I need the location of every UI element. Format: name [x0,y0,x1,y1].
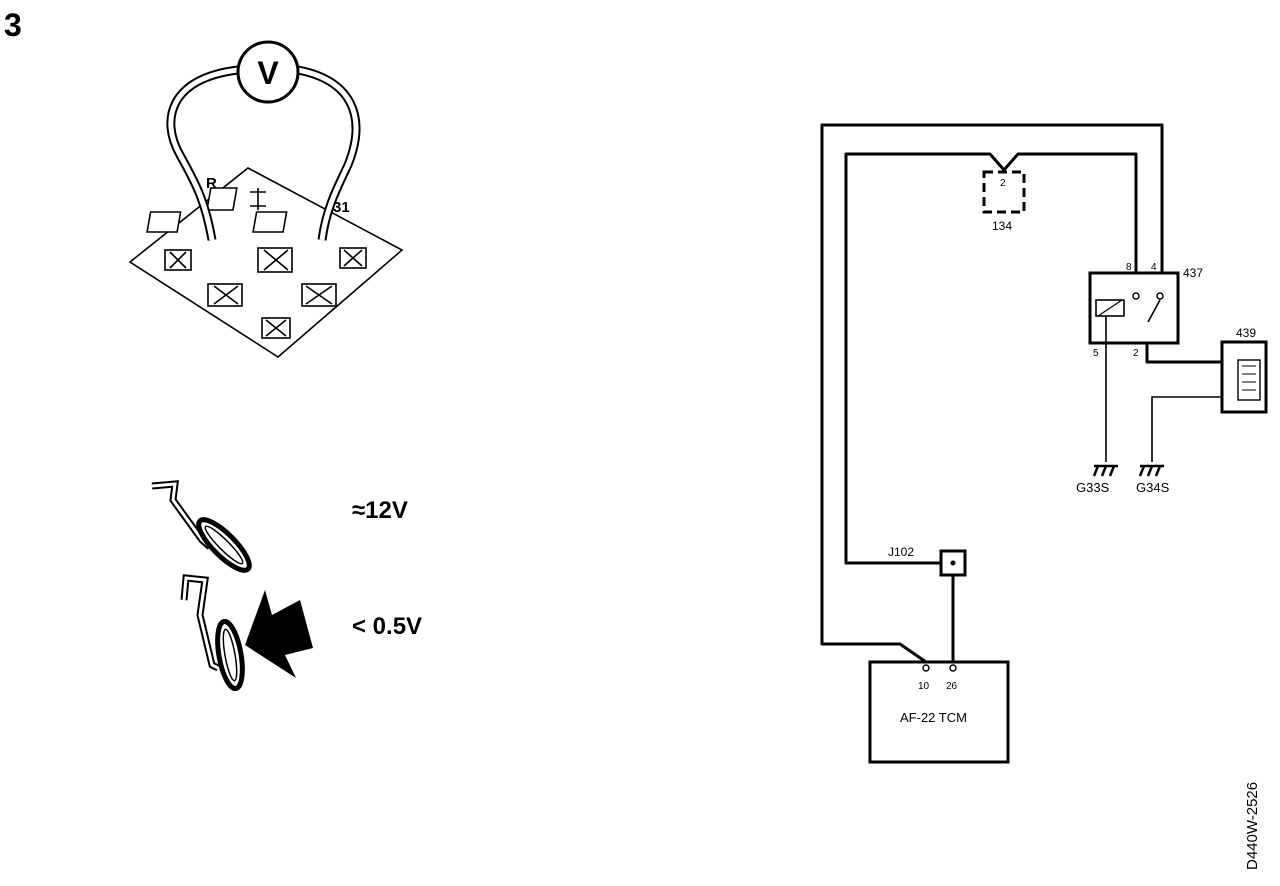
pedal-pressed-illustration [180,574,313,692]
component-439-label: 439 [1236,326,1256,340]
relay-switch-arm [1147,299,1161,323]
wiring-schematic: 2 134 437 8 4 5 2 439 [820,123,1268,764]
relay-contact-4 [1156,292,1164,300]
tcm-pin-26: 26 [946,681,958,692]
pin-label-31: 31 [333,199,350,216]
tcm-pin-10: 10 [918,681,930,692]
pedal-released-reading: ≈12V [352,497,408,524]
ground-g33s-label: G33S [1076,480,1110,495]
relay-pin-2: 2 [1133,348,1139,359]
step-number: 3 [4,7,22,43]
wire-439-to-g34s [1151,396,1222,462]
wire-relay2-to-439 [1145,343,1222,364]
wire-tcm10-to-relay4 [820,123,1164,664]
connector-134-label: 134 [992,219,1012,233]
pedal-pressed-reading: < 0.5V [352,613,422,640]
junction-j102-label: J102 [888,545,914,559]
doc-code: D440W-2526 [1244,782,1261,870]
tcm-module [868,660,1010,764]
voltmeter-test-illustration: V R 31 [128,40,404,358]
junction-j102 [939,549,967,577]
connector-134 [982,170,1026,214]
relay-pin-5: 5 [1093,348,1099,359]
ground-g34s-label: G34S [1136,480,1170,495]
relay-pin-8: 8 [1126,262,1132,273]
ground-g34s-icon [1138,464,1164,477]
relay-437-label: 437 [1183,266,1203,280]
wire-j102-to-connector134 [844,152,1138,565]
pin-label-r: R [206,175,217,192]
tcm-label: AF-22 TCM [900,710,967,725]
socket-terminals [146,187,367,339]
connector-134-pin: 2 [1000,178,1006,189]
relay-pin-4: 4 [1151,262,1157,273]
press-arrow-icon [245,590,313,678]
voltmeter-symbol: V [257,55,279,91]
pedal-released-illustration [151,480,252,573]
relay-contact-8 [1132,292,1140,300]
voltmeter-icon [236,40,300,104]
ground-g33s-icon [1092,464,1118,477]
